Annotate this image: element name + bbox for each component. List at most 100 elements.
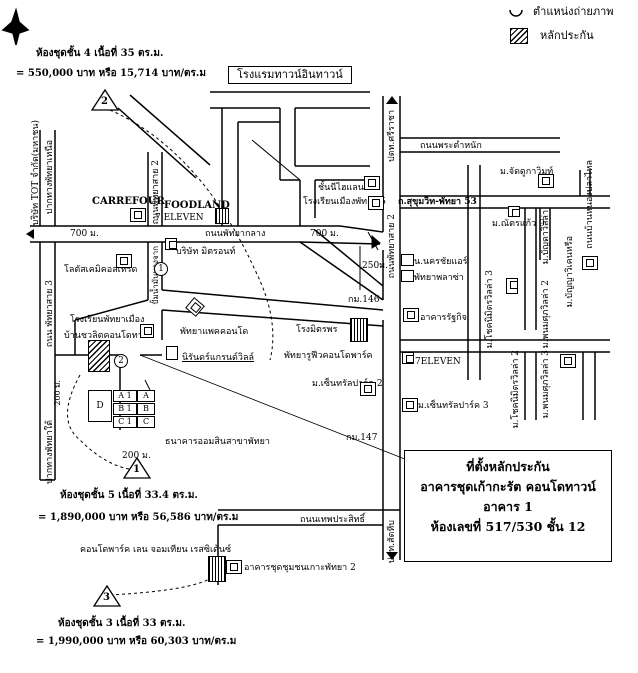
- pattaya-plaza-label: พัทยาพลาซ่า: [414, 273, 464, 283]
- pattaya-tai-label: ปากทางพัทยาใต้: [45, 420, 55, 485]
- unit-b1: B 1: [113, 403, 137, 415]
- foodland-label: FOODLAND: [164, 200, 230, 211]
- flag-building: [140, 324, 154, 338]
- marker-triangle-2: [90, 88, 120, 111]
- carrefour-label: CARREFOUR: [92, 196, 165, 207]
- tepprasit-label: ถนนเทพประสิทธิ์: [300, 515, 365, 525]
- panel-room-number: ห้องเลขที่ 517/530 ชั้น 12: [430, 519, 586, 534]
- unit-a: A: [137, 390, 155, 402]
- comparable-2-title: ห้องชุดชั้น 4 เนื้อที่ 35 ตร.ม.: [36, 48, 164, 59]
- green-park1-label: ม.เซ็นทรัลปาร์ค 2: [312, 379, 383, 389]
- vertical-d-building: [582, 256, 598, 270]
- rosa-building: [350, 318, 368, 342]
- vertical-label-c: ม.พนมศุภวิลล่า 2: [541, 280, 551, 349]
- soi-thai-label: ม.จัดดูกาวิมท์: [500, 167, 554, 177]
- ratchaprasong-label: อาคารรัฐกิจ: [420, 313, 467, 323]
- photo-point-1: 1: [154, 262, 168, 276]
- unit-d: D: [88, 390, 112, 422]
- sri-racha-label: ปตท.ศรีราชา: [387, 110, 397, 162]
- distance-200-h: 200 ม.: [122, 451, 151, 461]
- comparable-3-title: ห้องชุดชั้น 3 เนื้อที่ 33 ตร.ม.: [58, 618, 186, 629]
- carrefour-building: [130, 208, 146, 222]
- riviera-label: นิรันดร์แกรนด์วิลล์: [182, 353, 254, 363]
- marker-triangle-1: [122, 456, 152, 479]
- photo-point-2: 2: [114, 354, 128, 368]
- condo-seller-label: บ้านชวลิตคอนโดทาวน์: [64, 331, 154, 341]
- vacation-condo-building: [226, 560, 242, 574]
- cheapest-hotel-label: ชั้นนีไฮแลนด์: [318, 183, 370, 193]
- vertical-label-e: ม.โชคนิมิตรวิลล่า 2: [511, 350, 521, 429]
- baan-soi-building: [165, 238, 177, 250]
- n-kasem-marker: [401, 254, 414, 266]
- legend-collateral-icon: [510, 28, 528, 44]
- cheapest-hotel-building: [364, 176, 380, 190]
- distance-250-label: 250ม.: [362, 261, 388, 271]
- distance-700-right: 700 ม.: [310, 229, 339, 239]
- pattaya-3rd-road-label: ถนน พัทยาสาย 3: [45, 280, 55, 348]
- marker-3-label: 3: [103, 592, 110, 603]
- cond-park-label: คอนโดพาร์ค เลน จอมเทียน เรสซิเด้นซ์: [80, 545, 232, 555]
- legend-photo-label: ตำแหน่งถ่ายภาพ: [533, 5, 614, 18]
- lotus-label: โลตัสเคมิคอลเทรด: [64, 265, 138, 275]
- marker-1-label: 1: [133, 464, 140, 475]
- soi-thai-building: [538, 174, 554, 188]
- seven-mid-label: 7ELEVEN: [415, 357, 461, 367]
- distance-200-v: 200 ม.: [53, 380, 62, 406]
- pattaya-klang-label: ถนนพัทยากลาง: [205, 229, 266, 239]
- comparable-2-price: = 550,000 บาท หรือ 15,714 บาท/ตร.ม: [16, 68, 206, 79]
- seven-mid-building: [402, 352, 414, 364]
- tot-label: บริษัท TOT จำกัด(มหาชน): [31, 120, 41, 226]
- soi-bua9-building: [508, 206, 520, 217]
- marker-2-label: 2: [101, 96, 108, 107]
- vertical-label-b: ม.บัญดาวิลล่า: [541, 210, 551, 265]
- collateral-location-panel: ที่ตั้งหลักประกัน อาคารชุดเก้ากะรัต คอนโ…: [404, 450, 612, 562]
- fu-condo-label: พัทยารูฟีวคอนโดพาร์ค: [284, 351, 373, 361]
- green-park2-building: [402, 398, 418, 412]
- vertical-label-a: ม.โชคนิมิตรวิลล่า 3: [485, 270, 495, 349]
- km147-label: กม.147: [346, 433, 378, 443]
- collateral-site: [88, 340, 110, 372]
- baan-soi-label: บริษัท มิตรอนท์: [176, 247, 236, 257]
- pattaya-condo-label: พัทยาแพคคอนโด: [180, 327, 249, 337]
- ban-tung-label: ถนนบ้านหนองปลาไหล: [585, 160, 595, 249]
- comparable-3-price: = 1,990,000 บาท หรือ 60,303 บาท/ตร.ม: [36, 636, 237, 647]
- hotel-muang-building: [368, 196, 384, 210]
- unit-c: C: [137, 416, 155, 428]
- legend-collateral-label: หลักประกัน: [540, 29, 594, 42]
- panel-building-number: อาคาร 1: [483, 499, 533, 514]
- comparable-1-price: = 1,890,000 บาท หรือ 56,586 บาท/ตร.ม: [38, 512, 239, 523]
- panel-title: ที่ตั้งหลักประกัน: [466, 459, 550, 474]
- soi-bua9-label: ม.ณัตรแก้ว 9: [492, 219, 545, 229]
- seven-top-label: 7 ELEVEN: [155, 213, 204, 223]
- distance-700-left: 700 ม.: [70, 229, 99, 239]
- ratchaprasong-building: [403, 308, 419, 322]
- vertical-a-building: [506, 278, 518, 294]
- hotel-muang-label: โรงเรียนเมืองพัทยา 5: [303, 197, 386, 207]
- panel-building-name: อาคารชุดเก้ากะรัต คอนโดทาวน์: [420, 479, 596, 494]
- pattaya-school-label: โรงเรียนพัทยาเมือง: [70, 315, 145, 325]
- green-park2-label: ม.เซ็นทรัลปาร์ค 3: [418, 401, 489, 411]
- vertical-label-f: ม.พนมศุภวิลล่า 3: [541, 350, 551, 419]
- pattaya-north-label: ปากทางพัทยาเหนือ: [45, 140, 55, 215]
- vertical-label-d: ม.บัญญาวิเคนหรือ: [565, 236, 575, 308]
- foodland-building: [215, 208, 229, 224]
- sattahip-label: ปตท.สัตหีบ: [387, 520, 397, 564]
- n-kasem-label: น.นครชัยแอร์: [414, 257, 468, 267]
- river-gate-label: ธนาคารออมสินสาขาพัทยา: [165, 437, 270, 447]
- pra-tamnak-label: ถนนพระตำหนัก: [420, 141, 482, 151]
- cond-park-building: [208, 556, 226, 582]
- rosa-label: โรงมิตรพร: [296, 325, 338, 335]
- vertical-f-building: [560, 354, 576, 368]
- lotus-building: [116, 254, 132, 268]
- pattaya-plaza-marker: [401, 270, 414, 282]
- unit-c1: C 1: [113, 416, 137, 428]
- km146-label: กม.146: [348, 295, 380, 305]
- riviera-building: [166, 346, 178, 360]
- pattaya-2nd-top-label: ถนนพัทยาสาย 2: [151, 160, 161, 225]
- comparable-1-title: ห้องชุดชั้น 5 เนื้อที่ 33.4 ตร.ม.: [60, 490, 198, 501]
- hotel-inntown-box: โรงแรมทาวน์อินทาวน์: [228, 66, 352, 84]
- unit-b: B: [137, 403, 155, 415]
- vacation-condo-label: อาคารชุดชุมชนเกาะพัทยา 2: [244, 563, 356, 573]
- marker-triangle-3: [92, 584, 122, 607]
